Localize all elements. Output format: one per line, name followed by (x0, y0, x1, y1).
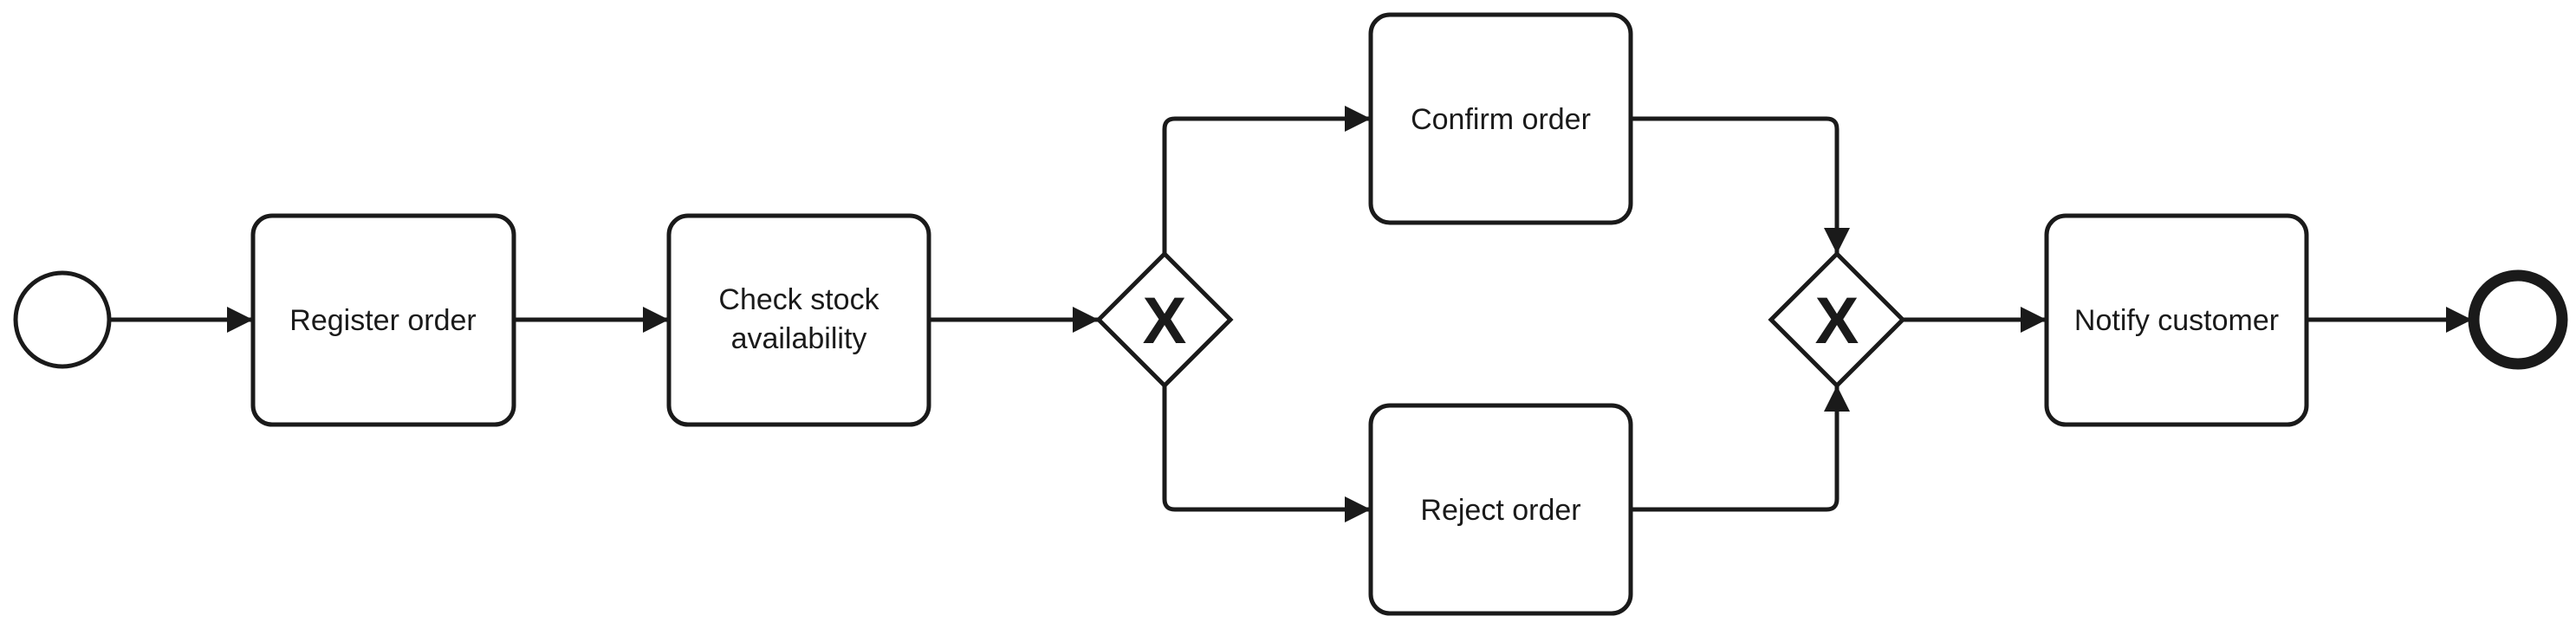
flow-split-to-reject (1162, 386, 1371, 522)
task-check-stock: Check stock availability (666, 213, 931, 427)
task-label-line-2: availability (731, 322, 867, 355)
task-label: Register order (289, 304, 476, 337)
task-register-order: Register order (250, 213, 516, 427)
task-label-line-1: Check stock (718, 283, 879, 316)
task-label: Reject order (1420, 494, 1580, 527)
exclusive-join-gateway: X (1768, 250, 1906, 389)
gateway-x-marker: X (1143, 284, 1187, 358)
flow-confirm-to-join (1631, 116, 1850, 254)
task-label: Confirm order (1411, 103, 1591, 136)
task-notify-customer: Notify customer (2044, 213, 2309, 427)
flow-split-to-confirm (1162, 106, 1371, 254)
gateway-x-marker: X (1815, 284, 1859, 358)
task-label: Notify customer (2074, 304, 2279, 337)
exclusive-split-gateway: X (1095, 250, 1234, 389)
task-reject-order: Reject order (1368, 403, 1633, 616)
flow-reject-to-join (1631, 386, 1850, 512)
start-event (13, 270, 112, 369)
task-confirm-order: Confirm order (1368, 12, 1633, 225)
end-event (2468, 269, 2568, 370)
